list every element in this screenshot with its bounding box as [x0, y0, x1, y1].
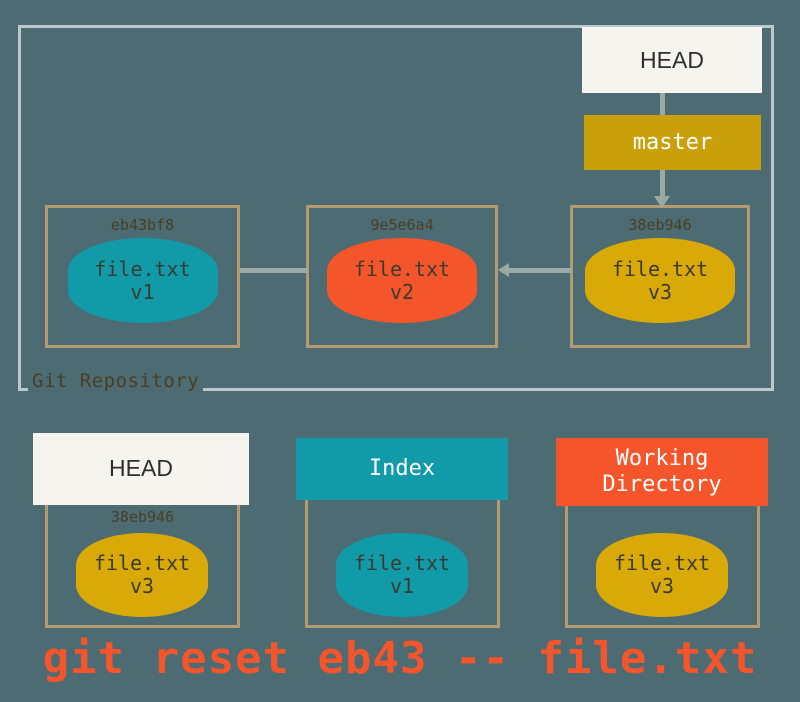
- repo-master-ref-label: master: [632, 130, 713, 155]
- area-head-blob-version: v3: [129, 574, 155, 598]
- area-head-blob-file: file.txt: [93, 551, 191, 576]
- area-header-working-directory[interactable]: Working Directory: [556, 438, 768, 506]
- commit-blob-1: file.txt v1: [67, 238, 218, 323]
- commit-blob-3-file: file.txt: [611, 256, 709, 281]
- connector-commit2-to-commit1: [240, 268, 308, 273]
- commit-blob-3: file.txt v3: [585, 238, 735, 323]
- repo-head-ref[interactable]: HEAD: [582, 27, 762, 93]
- repo-head-ref-label: HEAD: [640, 46, 704, 73]
- connector-commit3-to-commit2: [509, 268, 571, 273]
- commit-box-eb43bf8[interactable]: eb43bf8 file.txt v1: [45, 205, 240, 348]
- area-header-index[interactable]: Index: [296, 438, 508, 500]
- area-header-working-directory-line2: Directory: [602, 472, 722, 497]
- git-repository-label: Git Repository: [28, 370, 204, 392]
- commit-blob-1-version: v1: [130, 279, 155, 304]
- arrowhead-commit3-to-commit2: [498, 263, 509, 277]
- area-working-directory-blob-version: v3: [649, 574, 675, 598]
- area-working-directory-blob-file: file.txt: [613, 551, 711, 576]
- commit-box-9e5e6a4[interactable]: 9e5e6a4 file.txt v2: [306, 205, 498, 348]
- area-header-index-label: Index: [368, 456, 436, 482]
- command-caption: git reset eb43 -- file.txt: [42, 633, 758, 684]
- commit-box-38eb946[interactable]: 38eb946 file.txt v3: [570, 205, 750, 348]
- area-index-blob-file: file.txt: [353, 551, 451, 576]
- connector-head-to-master: [660, 93, 665, 115]
- area-index-blob-version: v1: [389, 574, 415, 598]
- repo-master-ref[interactable]: master: [584, 115, 761, 170]
- area-header-head-label: HEAD: [109, 455, 173, 482]
- commit-hash-2: 9e5e6a4: [370, 216, 434, 234]
- arrowhead-master-to-commit3: [654, 196, 670, 208]
- area-head-blob: file.txt v3: [76, 533, 208, 617]
- area-working-directory-blob: file.txt v3: [596, 533, 728, 617]
- area-header-head[interactable]: HEAD: [33, 433, 249, 505]
- area-index-blob: file.txt v1: [336, 533, 468, 617]
- commit-hash-1: eb43bf8: [110, 216, 175, 234]
- commit-blob-2-version: v2: [389, 279, 415, 304]
- commit-hash-3: 38eb946: [628, 216, 692, 234]
- git-repository-frame: [18, 25, 774, 391]
- area-header-working-directory-line1: Working: [615, 446, 709, 472]
- connector-master-to-commit3: [660, 170, 665, 198]
- commit-blob-2: file.txt v2: [327, 238, 477, 323]
- commit-blob-2-file: file.txt: [353, 256, 451, 281]
- commit-blob-1-file: file.txt: [94, 256, 191, 281]
- commit-blob-3-version: v3: [647, 279, 673, 304]
